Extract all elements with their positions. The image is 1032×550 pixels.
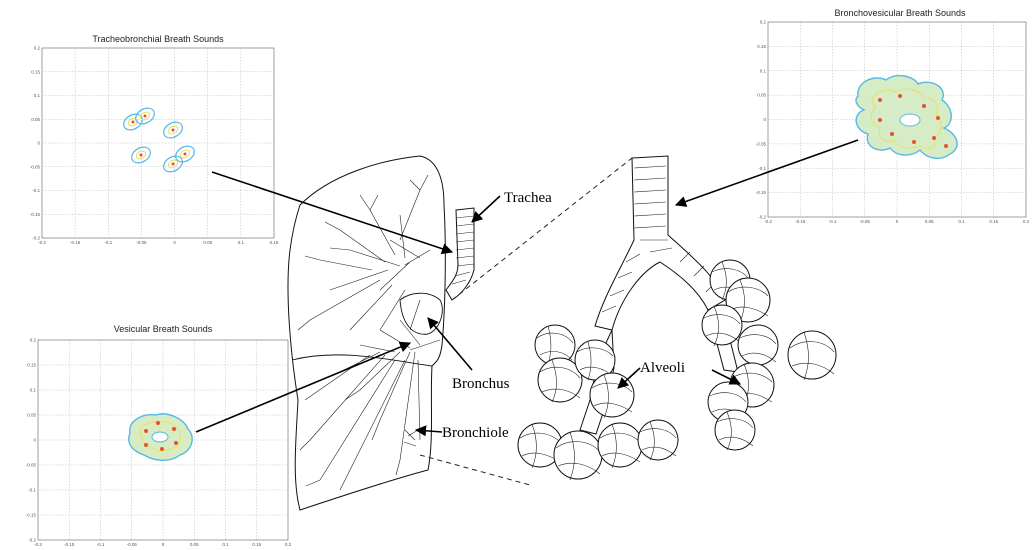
y-tick-label: -0.15 <box>30 212 41 217</box>
alveolus <box>715 410 755 450</box>
label-alveoli: Alveoli <box>640 360 685 376</box>
plot-vesicular: Vesicular Breath Sounds 0.20.150.10.050-… <box>26 324 292 547</box>
alveolus <box>598 423 642 468</box>
x-tick-label: 0.2 <box>1023 219 1030 224</box>
y-tick-label: -0.15 <box>26 513 37 518</box>
plot-tracheobronchial: Tracheobronchial Breath Sounds 0.2 0.15 0.… <box>30 34 279 245</box>
x-tick-label: 0.05 <box>203 240 212 245</box>
x-tick-label: 0 <box>173 240 176 245</box>
lung-illustration <box>288 156 474 510</box>
alveolus <box>702 305 742 346</box>
x-ticks: -0.2 -0.15 -0.1 -0.05 0 0.05 0.1 0.15 <box>38 240 279 245</box>
label-bronchiole: Bronchiole <box>442 425 509 441</box>
x-tick-label: -0.05 <box>860 219 871 224</box>
contour-cluster <box>129 414 192 460</box>
y-ticks: 0.20.150.10.050-0.05-0.1-0.15-0.2 <box>30 46 41 241</box>
y-tick-label: 0.2 <box>30 338 37 343</box>
label-bronchus: Bronchus <box>452 376 510 392</box>
label-trachea: Trachea <box>504 190 552 206</box>
x-tick-label: 0.1 <box>222 542 229 547</box>
x-tick-label: 0.1 <box>238 240 245 245</box>
x-tick-label: -0.2 <box>34 542 42 547</box>
alveolus <box>638 420 678 460</box>
alveolus <box>554 431 602 480</box>
y-tick-label: 0.1 <box>34 93 41 98</box>
x-tick-label: 0.05 <box>190 542 199 547</box>
alveolus <box>738 325 778 365</box>
x-tick-label: -0.1 <box>97 542 105 547</box>
y-tick-label: 0 <box>37 141 40 146</box>
y-tick-label: -0.1 <box>32 188 40 193</box>
y-tick-label: -0.1 <box>758 166 766 171</box>
y-tick-label: 0.2 <box>760 20 767 25</box>
x-tick-label: 0.15 <box>270 240 279 245</box>
x-tick-label: 0.1 <box>958 219 965 224</box>
y-tick-label: -0.05 <box>756 141 767 146</box>
x-tick-label: 0.05 <box>925 219 934 224</box>
x-tick-label: -0.15 <box>70 240 81 245</box>
y-tick-label: -0.1 <box>28 488 36 493</box>
y-tick-label: 0.05 <box>31 117 40 122</box>
y-tick-label: -0.05 <box>30 164 41 169</box>
y-tick-label: -0.05 <box>26 463 37 468</box>
x-ticks: -0.2 -0.15 -0.1 -0.05 0 0.05 0.1 0.15 0.2 <box>34 542 292 547</box>
y-tick-label: 0.1 <box>30 388 37 393</box>
x-tick-label: 0 <box>896 219 899 224</box>
plot-bronchovesicular: Bronchovesicular Breath Sounds 0.2 0.15 0.… <box>756 8 1030 224</box>
x-tick-label: -0.2 <box>38 240 46 245</box>
y-tick-label: 0.15 <box>31 69 40 74</box>
y-tick-label: 0.05 <box>757 93 766 98</box>
x-tick-label: -0.15 <box>795 219 806 224</box>
x-tick-label: 0.15 <box>989 219 998 224</box>
y-tick-label: 0 <box>763 117 766 122</box>
x-tick-label: 0.2 <box>285 542 292 547</box>
y-tick-label: 0.05 <box>27 413 36 418</box>
plot-title: Bronchovesicular Breath Sounds <box>834 8 966 18</box>
alveolus <box>788 331 836 380</box>
x-tick-label: -0.05 <box>127 542 138 547</box>
y-tick-label: 0.2 <box>34 46 41 51</box>
y-tick-label: 0.15 <box>27 363 36 368</box>
x-tick-label: 0.15 <box>252 542 261 547</box>
plot-title: Vesicular Breath Sounds <box>114 324 213 334</box>
y-ticks: 0.20.150.10.050-0.05-0.1-0.15-0.2 <box>756 20 767 220</box>
x-tick-label: -0.15 <box>64 542 75 547</box>
y-tick-label: 0.1 <box>760 68 767 73</box>
y-ticks: 0.20.150.10.050-0.05-0.1-0.15-0.2 <box>26 338 37 543</box>
x-tick-label: -0.1 <box>829 219 837 224</box>
x-tick-label: -0.05 <box>136 240 147 245</box>
x-tick-label: -0.2 <box>764 219 772 224</box>
plot-frame <box>42 48 274 238</box>
y-tick-label: 0 <box>33 438 36 443</box>
x-tick-label: -0.1 <box>104 240 112 245</box>
plot-title: Tracheobronchial Breath Sounds <box>92 34 224 44</box>
x-ticks: -0.2 -0.15 -0.1 -0.05 0 0.05 0.1 0.15 0.2 <box>764 219 1030 224</box>
y-tick-label: 0.15 <box>757 44 766 49</box>
x-tick-label: 0 <box>162 542 165 547</box>
y-tick-label: -0.15 <box>756 190 767 195</box>
